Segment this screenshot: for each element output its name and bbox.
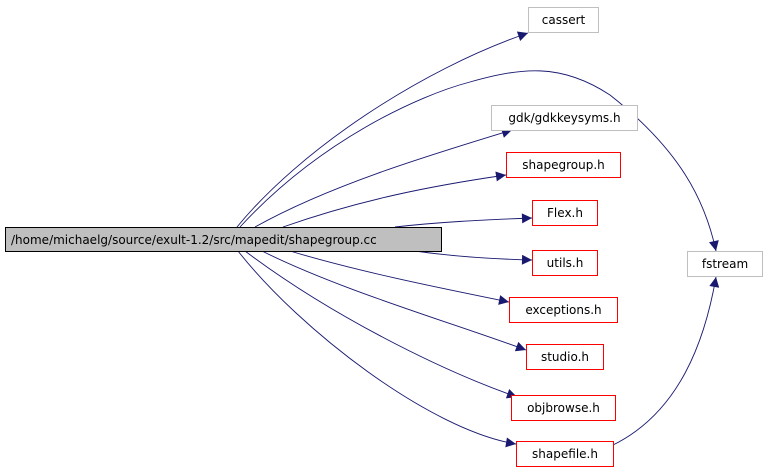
root-label: /home/michaelg/source/exult-1.2/src/mape… bbox=[11, 232, 377, 247]
node-utils-h[interactable]: utils.h bbox=[532, 250, 598, 276]
edge-root-to-cassert bbox=[236, 31, 529, 228]
node-label: exceptions.h bbox=[525, 303, 602, 317]
node-label: shapefile.h bbox=[532, 447, 598, 461]
node-label: shapegroup.h bbox=[522, 158, 605, 172]
edge-root-to-exceptions bbox=[289, 250, 510, 305]
node-label: utils.h bbox=[546, 256, 584, 270]
node-label: studio.h bbox=[540, 350, 590, 364]
node-label: objbrowse.h bbox=[527, 401, 600, 415]
edge-root-to-utils bbox=[414, 250, 533, 265]
edge-shapefile-to-fstream bbox=[612, 276, 720, 446]
root-node[interactable]: /home/michaelg/source/exult-1.2/src/mape… bbox=[5, 227, 442, 252]
node-label: cassert bbox=[541, 13, 586, 27]
node-studio-h[interactable]: studio.h bbox=[526, 344, 604, 370]
node-label: Flex.h bbox=[547, 206, 583, 220]
node-fstream: fstream bbox=[687, 251, 763, 277]
edge-root-to-shapegroup_h bbox=[282, 171, 507, 228]
node-exceptions-h[interactable]: exceptions.h bbox=[509, 297, 618, 323]
node-flex-h[interactable]: Flex.h bbox=[532, 200, 598, 226]
edge-root-to-gdk bbox=[254, 128, 513, 228]
node-label: fstream bbox=[701, 257, 749, 271]
edge-root-to-shapefile bbox=[237, 250, 517, 448]
node-shapefile-h[interactable]: shapefile.h bbox=[516, 441, 614, 467]
node-gdkkeysyms: gdk/gdkkeysyms.h bbox=[491, 105, 638, 131]
node-cassert: cassert bbox=[528, 7, 599, 33]
edge-root-to-studio bbox=[261, 250, 527, 352]
node-shapegroup-h[interactable]: shapegroup.h bbox=[506, 152, 621, 178]
edge-root-to-flex bbox=[394, 213, 533, 228]
edge-root-to-fstream bbox=[239, 70, 719, 252]
node-objbrowse-h[interactable]: objbrowse.h bbox=[511, 395, 616, 421]
edge-root-to-objbrowse bbox=[244, 250, 518, 399]
node-label: gdk/gdkkeysyms.h bbox=[508, 111, 621, 125]
